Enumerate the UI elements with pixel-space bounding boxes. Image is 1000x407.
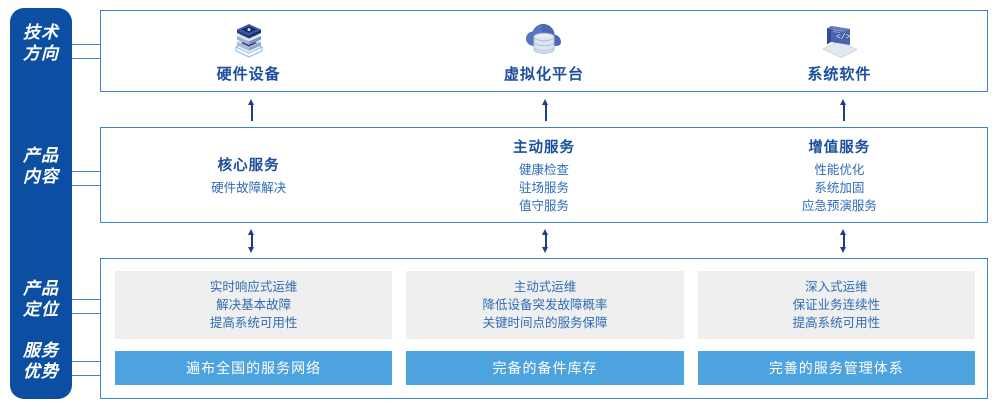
- tech-item-hardware[interactable]: 硬件设备: [101, 11, 396, 91]
- positioning-item: 实时响应式运维: [209, 280, 298, 294]
- category-rail: [10, 8, 72, 399]
- positioning-card-indepth: 深入式运维 保证业务连续性 提高系统可用性: [697, 271, 975, 339]
- positioning-item: 降低设备突发故障概率: [482, 298, 608, 312]
- rail-label-product-content: 产品 内容: [23, 146, 59, 186]
- content-item: 值守服务: [518, 198, 569, 213]
- positioning-item: 保证业务连续性: [792, 298, 881, 312]
- content-column-title: 主动服务: [512, 139, 575, 156]
- content-item: 性能优化: [814, 162, 865, 177]
- product-positioning-panel: 实时响应式运维 解决基本故障 提高系统可用性 主动式运维 降低设备突发故障概率 …: [100, 258, 988, 399]
- tech-item-system-software[interactable]: </> 系统软件: [692, 11, 987, 91]
- positioning-item: 深入式运维: [805, 280, 868, 294]
- connector-line: [72, 44, 100, 45]
- content-column-value-added-service: 增值服务 性能优化 系统加固 应急预演服务: [692, 128, 987, 222]
- connector-line: [72, 361, 100, 362]
- rail-label-product-positioning: 产品 定位: [23, 279, 59, 319]
- service-advantage-row: 遍布全国的服务网络 完备的备件库存 完善的服务管理体系: [115, 351, 975, 385]
- content-item: 健康检查: [518, 162, 569, 177]
- positioning-row: 实时响应式运维 解决基本故障 提高系统可用性 主动式运维 降低设备突发故障概率 …: [115, 271, 975, 339]
- connector-line: [72, 375, 100, 376]
- tech-item-label: 系统软件: [807, 66, 872, 83]
- tech-item-virtualization[interactable]: 虚拟化平台: [396, 11, 691, 91]
- tech-item-label: 硬件设备: [216, 66, 281, 83]
- advantage-bar-service-network[interactable]: 遍布全国的服务网络: [115, 351, 393, 385]
- positioning-card-proactive: 主动式运维 降低设备突发故障概率 关键时间点的服务保障: [406, 271, 684, 339]
- cloud-database-icon: [518, 17, 570, 61]
- tech-direction-panel: 硬件设备 虚拟: [100, 10, 988, 92]
- advantage-bar-spare-parts[interactable]: 完备的备件库存: [406, 351, 684, 385]
- advantage-bar-management-system[interactable]: 完善的服务管理体系: [697, 351, 975, 385]
- positioning-item: 解决基本故障: [216, 298, 292, 312]
- connector-line: [72, 171, 100, 172]
- positioning-item: 关键时间点的服务保障: [482, 316, 608, 330]
- tech-item-label: 虚拟化平台: [503, 66, 584, 83]
- laptop-code-icon: </>: [813, 17, 865, 61]
- rail-label-tech-direction: 技术 方向: [23, 23, 59, 63]
- connector-line: [72, 299, 100, 300]
- content-item: 系统加固: [814, 180, 865, 195]
- positioning-item: 提高系统可用性: [792, 316, 881, 330]
- connector-line: [72, 313, 100, 314]
- positioning-card-realtime: 实时响应式运维 解决基本故障 提高系统可用性: [115, 271, 393, 339]
- content-column-core-service: 核心服务 硬件故障解决: [101, 128, 396, 222]
- content-column-title: 核心服务: [217, 157, 280, 174]
- content-column-title: 增值服务: [808, 139, 871, 156]
- rail-label-service-advantage: 服务 优势: [23, 341, 59, 381]
- content-column-proactive-service: 主动服务 健康检查 驻场服务 值守服务: [396, 128, 691, 222]
- advantage-label: 遍布全国的服务网络: [186, 360, 322, 376]
- connector-line: [72, 185, 100, 186]
- advantage-label: 完备的备件库存: [492, 360, 598, 376]
- positioning-item: 主动式运维: [513, 280, 577, 294]
- positioning-item: 提高系统可用性: [209, 316, 298, 330]
- content-item: 应急预演服务: [801, 198, 877, 213]
- product-content-panel: 核心服务 硬件故障解决 主动服务 健康检查 驻场服务 值守服务 增值服务 性能优…: [100, 127, 988, 223]
- content-item: 驻场服务: [518, 180, 569, 195]
- connector-line: [72, 58, 100, 59]
- server-stack-icon: [226, 17, 272, 61]
- advantage-label: 完善的服务管理体系: [768, 360, 904, 376]
- svg-text:</>: </>: [836, 33, 851, 42]
- content-item: 硬件故障解决: [211, 180, 287, 195]
